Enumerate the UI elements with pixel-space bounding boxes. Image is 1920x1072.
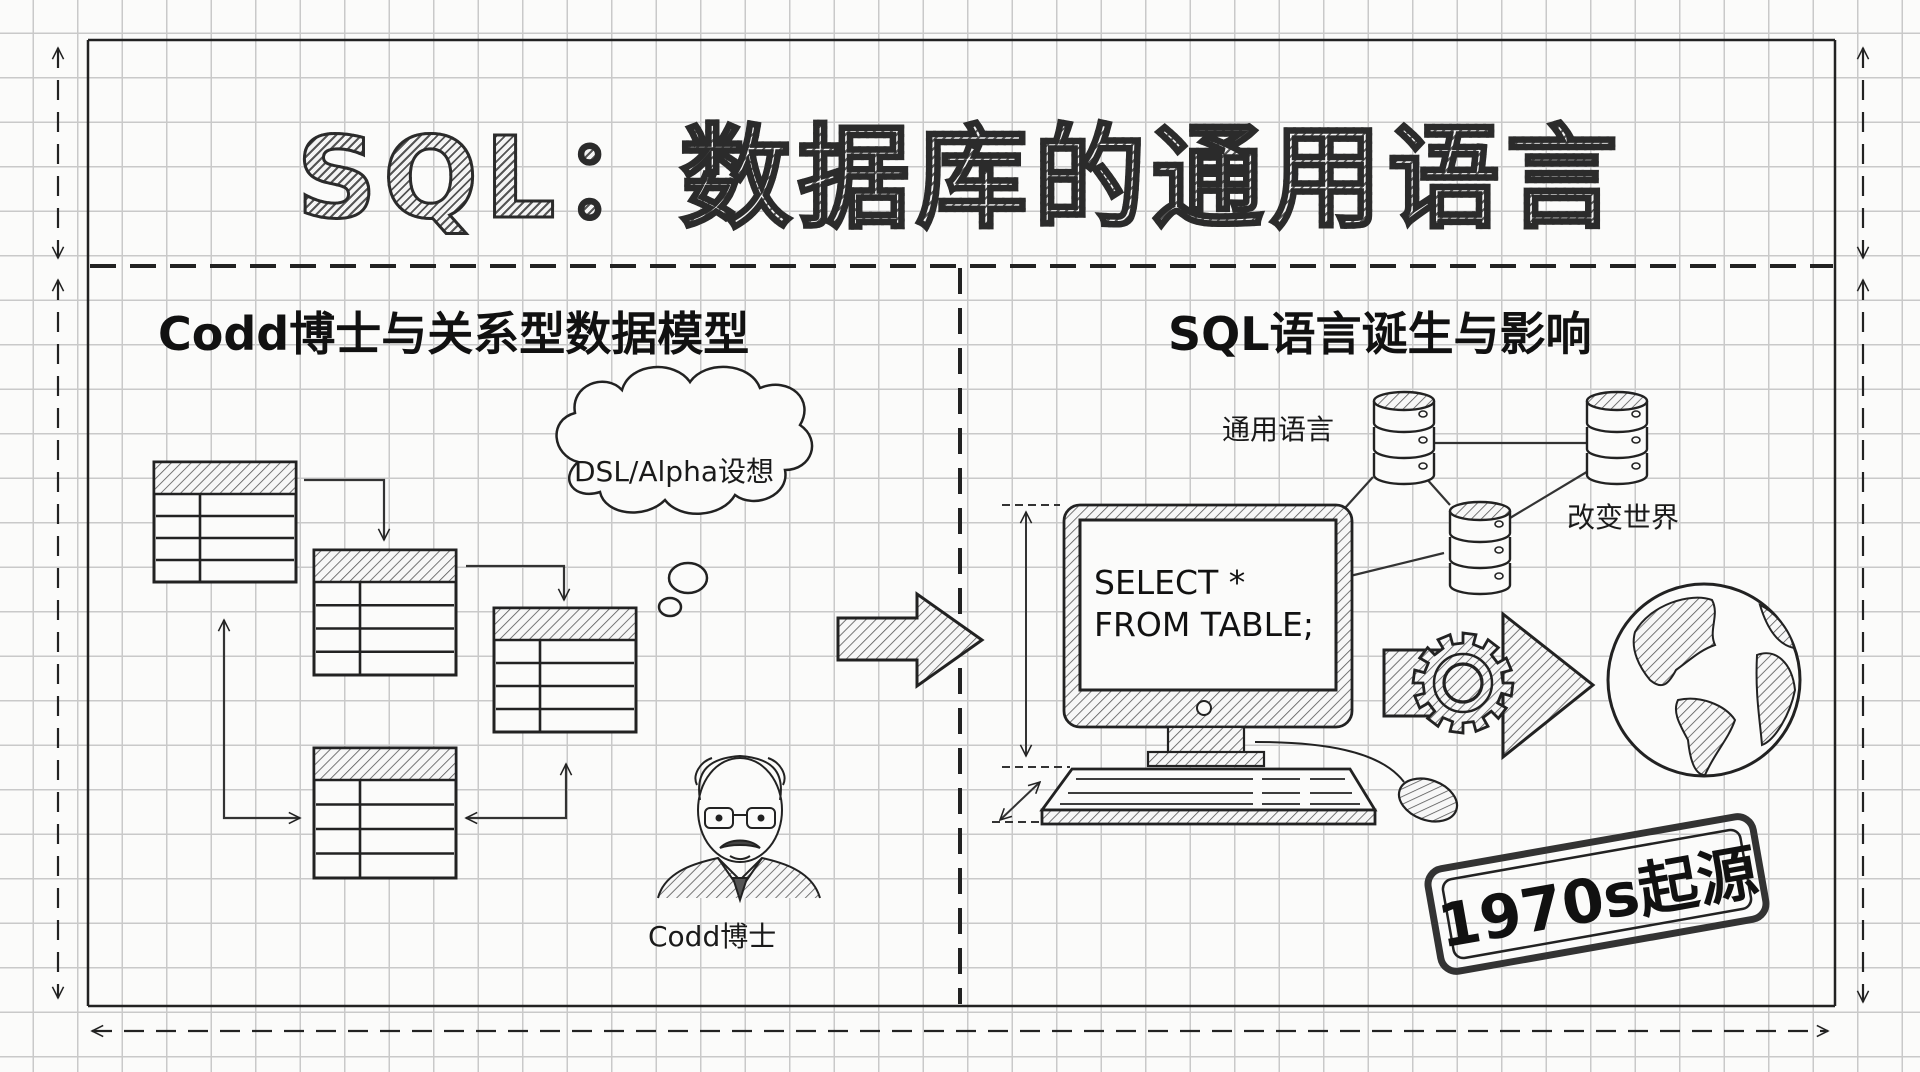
connector-t1-t2 bbox=[304, 478, 384, 540]
db-connections bbox=[1344, 441, 1591, 578]
transition-arrow-icon bbox=[836, 591, 985, 689]
table-header bbox=[312, 746, 458, 782]
screen-code-line-1: SELECT * bbox=[1094, 563, 1246, 602]
connector-t3-t4 bbox=[466, 764, 566, 818]
gear-icon bbox=[1411, 631, 1515, 735]
connector-t1-t4 bbox=[224, 620, 300, 818]
db-link-3 bbox=[1424, 476, 1451, 506]
thought-bubble bbox=[555, 365, 814, 618]
table-header bbox=[492, 606, 638, 642]
origin-stamp-frame bbox=[1424, 813, 1770, 975]
keyboard-keys bbox=[1060, 778, 1360, 805]
db-link-5 bbox=[1349, 551, 1445, 578]
db-link-2 bbox=[1344, 476, 1374, 509]
db-link-4 bbox=[1509, 469, 1591, 519]
computer-icon bbox=[1039, 503, 1459, 826]
globe-icon bbox=[1606, 582, 1802, 778]
relational-table bbox=[312, 548, 458, 677]
left-panel-heading: Codd博士与关系型数据模型 bbox=[158, 307, 750, 361]
outer-frame bbox=[86, 38, 1837, 1008]
right-panel-heading: SQL语言诞生与影响 bbox=[1168, 307, 1592, 361]
relational-table bbox=[492, 606, 638, 734]
relational-table bbox=[312, 746, 458, 880]
relational-table bbox=[152, 460, 298, 584]
thought-bubble-text: DSL/Alpha设想 bbox=[574, 455, 774, 488]
table-header bbox=[152, 460, 298, 496]
database-icon bbox=[1372, 390, 1436, 486]
connector-t2-t3 bbox=[466, 564, 564, 600]
codd-portrait bbox=[657, 754, 821, 904]
database-icons bbox=[1372, 390, 1649, 596]
monitor-dimension-marks bbox=[992, 504, 1070, 823]
page-title: SQL：数据库的通用语言 bbox=[0, 88, 1920, 250]
screen-code-line-2: FROM TABLE; bbox=[1094, 605, 1315, 644]
db-label-change-world: 改变世界 bbox=[1567, 501, 1680, 534]
table-connectors bbox=[224, 478, 566, 818]
db-label-universal-language: 通用语言 bbox=[1222, 413, 1335, 446]
database-icon bbox=[1448, 500, 1512, 596]
portrait-caption: Codd博士 bbox=[648, 920, 777, 953]
database-icon bbox=[1585, 390, 1649, 486]
dimension-arrows bbox=[58, 48, 1863, 1031]
relational-tables bbox=[152, 460, 638, 880]
table-header bbox=[312, 548, 458, 584]
screen-code: SELECT * FROM TABLE; bbox=[1094, 562, 1314, 646]
